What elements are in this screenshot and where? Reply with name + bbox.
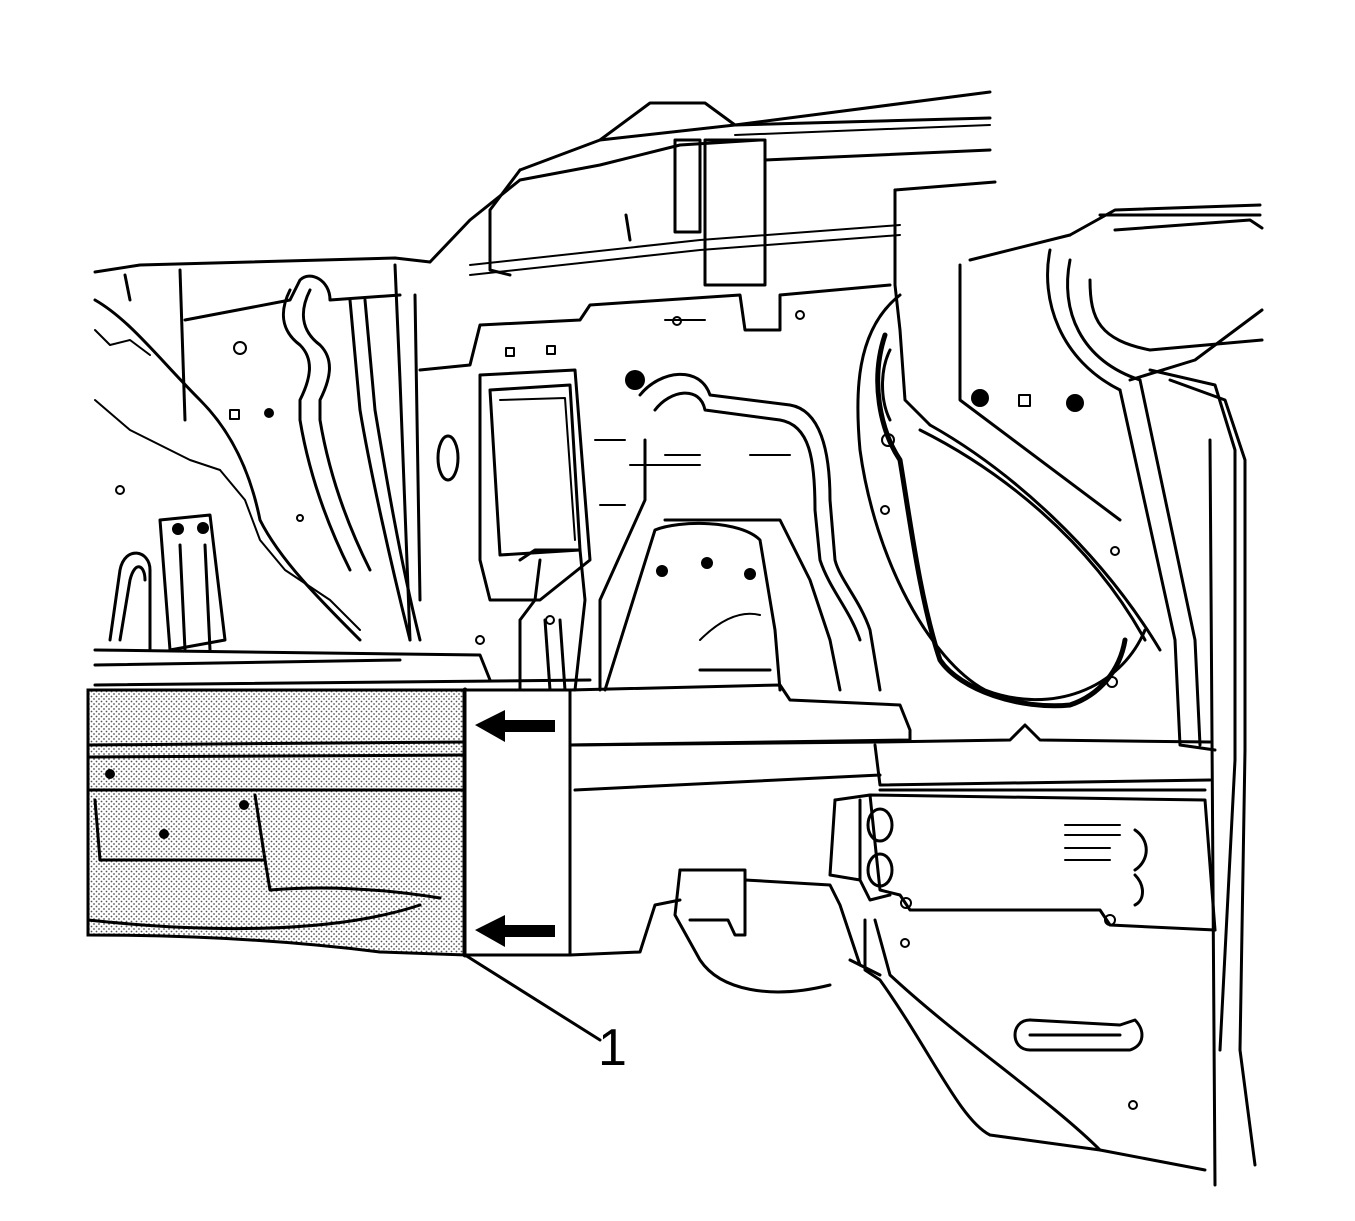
left-pillar [93,256,432,652]
rocker-beam [463,683,1212,957]
lower-bracket-plate [673,793,1217,1172]
callout-1-label: 1 [598,1019,627,1077]
upper-direction-arrow [475,710,555,742]
gusset-bracket [598,372,882,692]
wheel-arch [856,293,1162,709]
right-pillar [893,180,1264,1187]
floor-sill [93,548,592,692]
callout-1-leader [463,953,602,1042]
upper-cross-rail [428,90,992,287]
lower-direction-arrow [475,915,555,947]
